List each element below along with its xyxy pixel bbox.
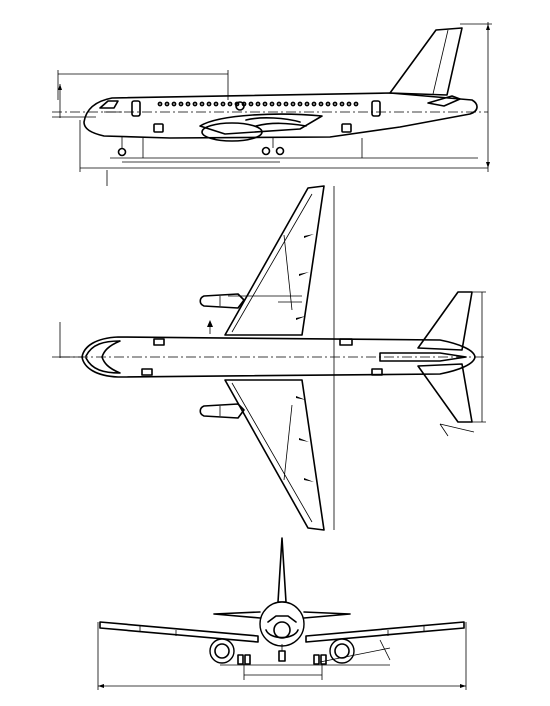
side-window [220, 101, 226, 107]
side-window [213, 101, 219, 107]
front-view [97, 537, 467, 690]
side-window [192, 101, 198, 107]
side-front-door [131, 100, 141, 117]
side-window [353, 101, 359, 107]
side-wing [199, 113, 323, 135]
side-window [171, 101, 177, 107]
top-engine-right [199, 403, 245, 419]
front-vertical-tail [277, 537, 287, 603]
top-wing-right-flap-lines [231, 382, 313, 523]
top-door-3 [339, 338, 353, 346]
top-door-1 [153, 338, 165, 346]
side-window [185, 101, 191, 107]
side-window [199, 101, 205, 107]
side-window-row [157, 101, 359, 107]
side-window [332, 101, 338, 107]
top-engine-left [199, 293, 245, 309]
side-window [290, 101, 296, 107]
front-main-gear-right-a [313, 654, 320, 665]
front-engine-right [329, 638, 355, 664]
side-window [318, 101, 324, 107]
side-window [157, 101, 163, 107]
front-wing-left [99, 621, 259, 643]
side-window [325, 101, 331, 107]
side-cargo-door-front [153, 123, 164, 133]
top-door-2 [141, 368, 153, 376]
side-window [339, 101, 345, 107]
side-window [304, 101, 310, 107]
top-flap-fairings [296, 234, 314, 482]
top-cockpit [85, 340, 121, 374]
side-wing-detail [245, 117, 307, 127]
side-cockpit-window [99, 100, 119, 109]
side-rear-door [371, 100, 381, 117]
top-wing-right [224, 379, 325, 531]
front-main-gear-left-a [237, 654, 244, 665]
side-window [164, 101, 170, 107]
side-window [255, 101, 261, 107]
top-vertical-tail [379, 352, 467, 362]
side-cargo-door-rear [341, 123, 352, 133]
side-window [248, 101, 254, 107]
front-main-gear-right-b [320, 654, 327, 665]
front-radome [273, 621, 291, 639]
front-wing-right [305, 621, 465, 643]
side-view [52, 22, 492, 186]
front-dimensions [97, 622, 467, 690]
side-window [206, 101, 212, 107]
top-wing-left [224, 185, 325, 336]
front-engine-left-fan [214, 643, 230, 659]
side-horizontal-stabilizer [427, 95, 461, 107]
top-view [52, 185, 486, 531]
side-window [276, 101, 282, 107]
top-wing-left-flap-lines [231, 193, 313, 333]
side-window [227, 101, 233, 107]
side-main-gear-rear [275, 146, 285, 156]
side-vertical-tail [389, 27, 463, 96]
side-window [297, 101, 303, 107]
side-dimensions [52, 22, 492, 186]
front-ground-angle [319, 639, 391, 663]
top-fuselage [81, 336, 476, 378]
side-engine [201, 122, 263, 142]
front-main-gear-left-b [244, 654, 251, 665]
side-window [283, 101, 289, 107]
front-fuselage [259, 601, 305, 647]
front-horizontal-stabilizer [213, 611, 351, 619]
side-rudder-line [432, 29, 449, 95]
side-wing-root-marker [235, 101, 245, 111]
side-nose-gear [117, 147, 127, 157]
top-door-4 [371, 368, 383, 376]
side-window [178, 101, 184, 107]
side-main-gear-front [261, 146, 271, 156]
side-fuselage [83, 92, 478, 139]
side-window [262, 101, 268, 107]
front-wing-fences [139, 626, 425, 636]
side-window [311, 101, 317, 107]
top-dimensions [52, 186, 486, 530]
front-engine-left [209, 638, 235, 664]
side-window [269, 101, 275, 107]
side-window [346, 101, 352, 107]
front-nose-gear [278, 650, 286, 662]
